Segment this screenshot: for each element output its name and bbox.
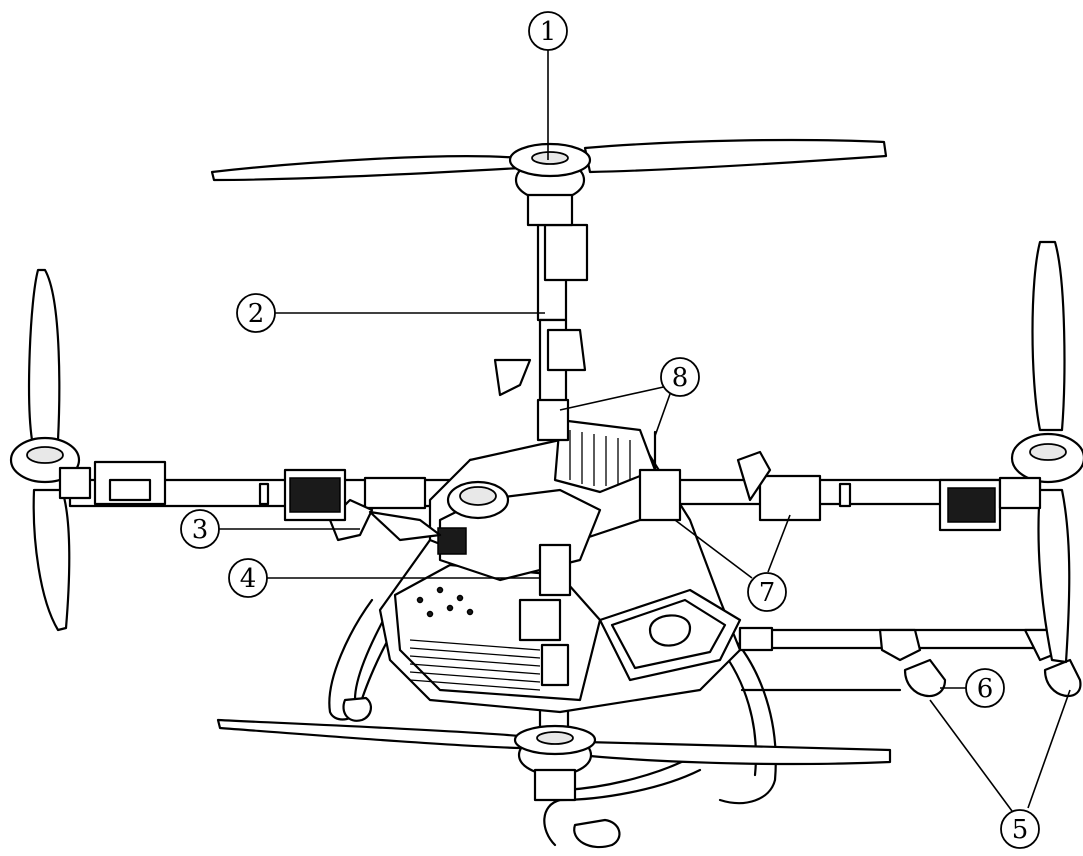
callout-7: 7 [747,572,787,612]
radio-fins [569,430,631,486]
callout-2-label: 2 [248,299,265,329]
propeller-top [210,138,888,227]
propeller-bottom [216,718,892,802]
callout-6-label: 6 [977,674,994,704]
callout-8: 8 [660,357,700,397]
propeller-left [9,268,92,632]
callout-3: 3 [180,509,220,549]
leader-5a [929,699,1013,812]
callout-8-label: 8 [672,363,689,393]
leader-7b [767,514,791,573]
leader-lines [219,48,1071,812]
callout-2: 2 [236,293,276,333]
leader-8b [654,393,671,437]
callout-3-label: 3 [192,515,209,545]
callout-1-label: 1 [540,17,557,47]
leader-7a [674,519,753,579]
cooling-fins [409,639,541,691]
landing-gear [328,598,902,849]
propeller-right [998,240,1083,664]
callout-5: 5 [1000,809,1040,849]
callout-7-label: 7 [759,578,776,608]
body-rivets [416,586,474,618]
callout-5-label: 5 [1012,815,1029,845]
leader-5b [1027,689,1071,809]
arm-clamps [93,223,1082,698]
tank-cover [598,588,774,682]
callout-1: 1 [528,11,568,51]
callout-4-label: 4 [240,564,257,594]
callout-6: 6 [965,668,1005,708]
callout-4: 4 [228,558,268,598]
leader-8a [559,385,669,411]
